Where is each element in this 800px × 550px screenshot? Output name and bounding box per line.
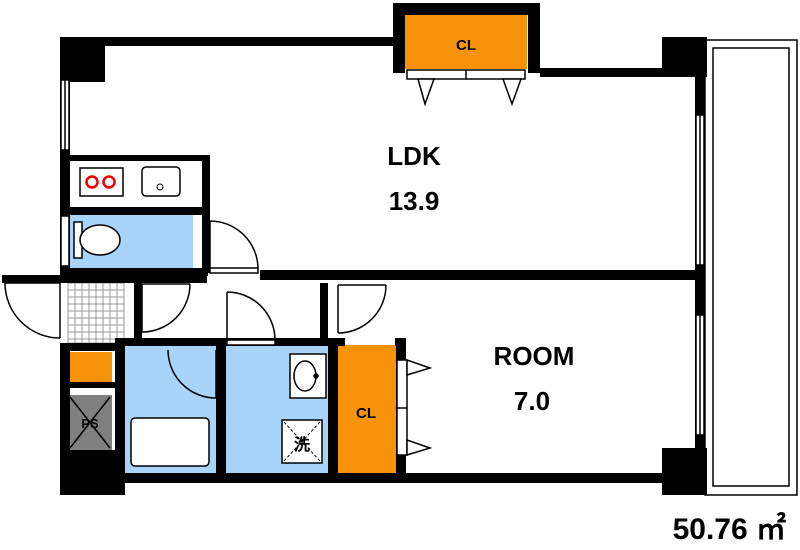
doors bbox=[4, 220, 387, 399]
closet-top-label: CL bbox=[456, 37, 476, 54]
closet-room-doors bbox=[396, 358, 433, 457]
balcony bbox=[704, 39, 798, 496]
sink bbox=[141, 166, 181, 197]
burner-icon bbox=[102, 175, 116, 189]
burner-icon bbox=[85, 175, 99, 189]
closet-room-label: CL bbox=[356, 405, 376, 422]
closet-room bbox=[338, 345, 396, 473]
entrance-tiles bbox=[67, 282, 125, 344]
ps-label: PS bbox=[81, 416, 99, 431]
bathtub-icon bbox=[130, 417, 210, 467]
total-area: 50.76 ㎡ bbox=[672, 513, 786, 546]
washbasin-icon bbox=[289, 353, 327, 399]
ldk-label: LDK bbox=[387, 141, 441, 171]
toilet-icon bbox=[73, 221, 121, 259]
closet-top bbox=[403, 14, 527, 69]
windows bbox=[60, 79, 705, 436]
storage-small bbox=[68, 352, 112, 382]
room-label: ROOM bbox=[494, 341, 575, 371]
ldk-size: 13.9 bbox=[389, 186, 440, 216]
washer-label: 洗 bbox=[294, 435, 310, 454]
room-size: 7.0 bbox=[514, 386, 550, 416]
closet-top-doors bbox=[406, 69, 526, 107]
